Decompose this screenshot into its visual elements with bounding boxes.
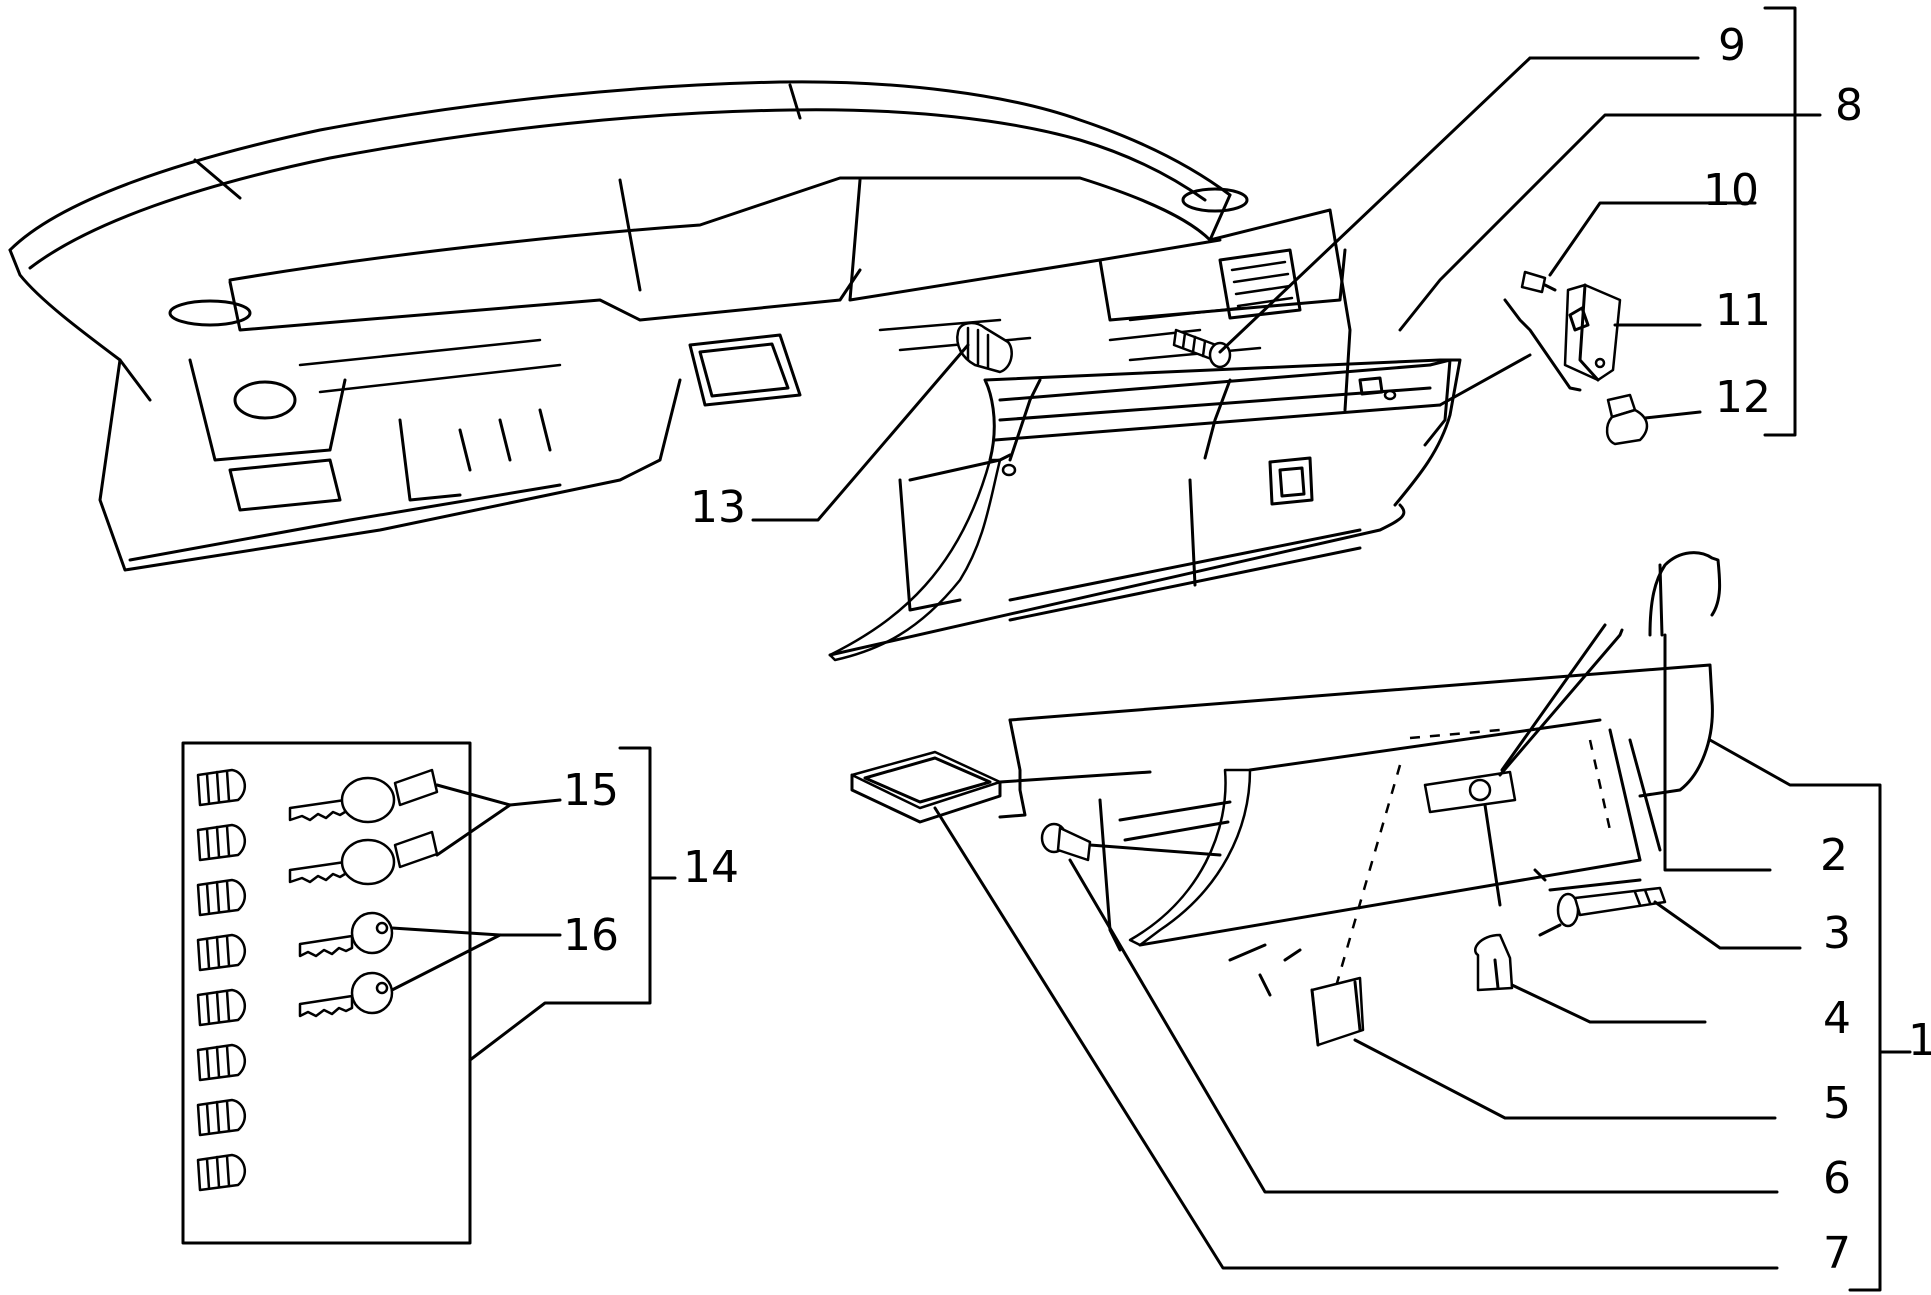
cover-plate-part [1310, 976, 1365, 1047]
key-with-tag-set [288, 768, 439, 886]
callout-1: 1 [1908, 1015, 1931, 1066]
callout-12: 12 [1715, 372, 1771, 423]
callout-11: 11 [1715, 285, 1771, 336]
key-set [298, 911, 394, 1018]
dashboard-illustration [8, 80, 1352, 572]
callout-16: 16 [563, 910, 619, 961]
callout-10: 10 [1703, 165, 1759, 216]
glovebox-lid-illustration [998, 663, 1714, 997]
callout-8: 8 [1835, 80, 1863, 131]
push-clip-part [1605, 393, 1649, 446]
hinge-pin-part [1556, 886, 1667, 928]
callout-13: 13 [690, 482, 746, 533]
callout-5: 5 [1823, 1078, 1851, 1129]
callout-4: 4 [1823, 993, 1851, 1044]
glovebox-housing-illustration [828, 358, 1462, 662]
threaded-bumper-part [956, 321, 1013, 374]
lock-cylinder-part [1040, 822, 1092, 862]
leader-lines [390, 6, 1912, 1292]
callout-15: 15 [563, 765, 619, 816]
callout-6: 6 [1823, 1153, 1851, 1204]
callout-9: 9 [1718, 20, 1746, 71]
lock-key-kit-box [181, 741, 472, 1245]
light-bracket-part [850, 750, 1002, 824]
callout-labels: 1 2 3 4 5 6 7 8 9 10 11 12 13 14 15 16 [563, 20, 1931, 1279]
hinge-block-part [1563, 283, 1622, 382]
lock-cylinder-set [196, 768, 247, 1192]
callout-2: 2 [1820, 830, 1848, 881]
latch-tab-part [1474, 933, 1514, 992]
spring-clip-part [1648, 551, 1722, 637]
callout-7: 7 [1823, 1228, 1851, 1279]
small-screw-part [1520, 270, 1557, 294]
callout-14: 14 [683, 842, 739, 893]
callout-3: 3 [1823, 908, 1851, 959]
